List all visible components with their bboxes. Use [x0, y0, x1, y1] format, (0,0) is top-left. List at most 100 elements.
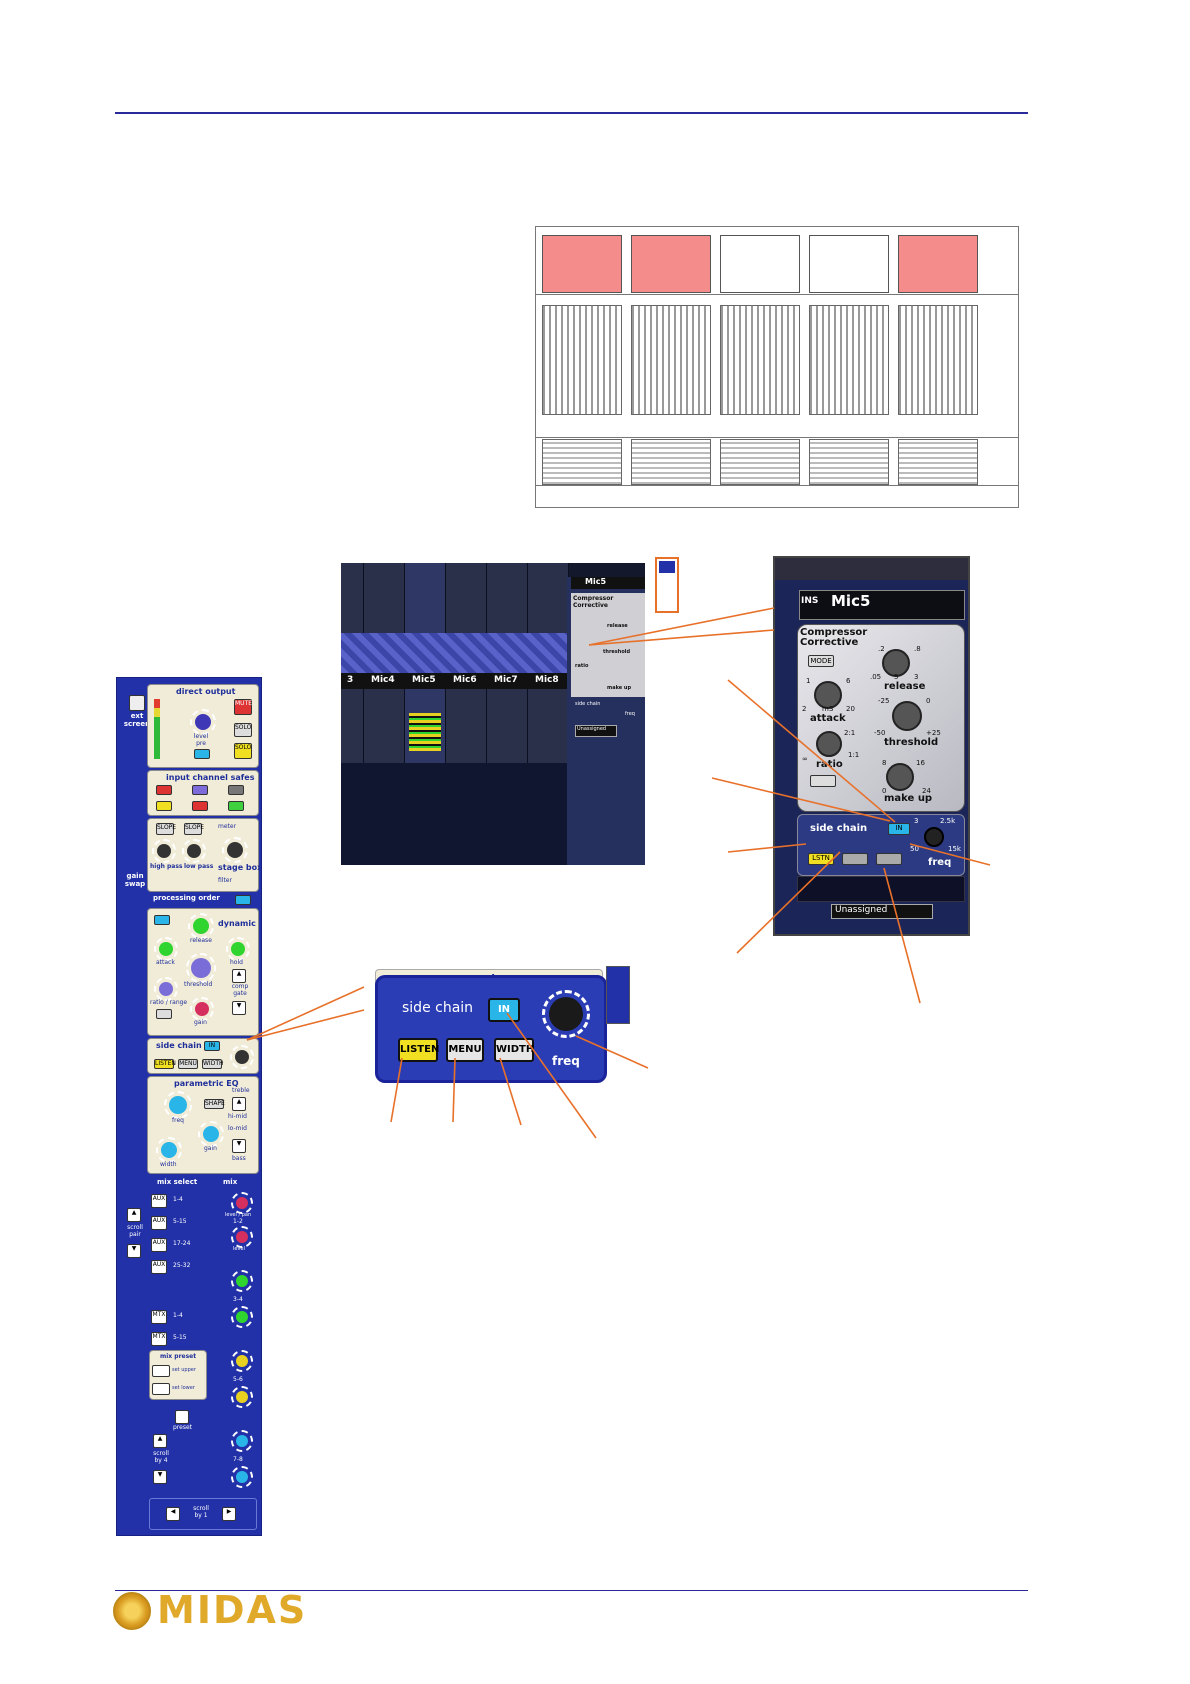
safe-btn-2[interactable]	[192, 785, 208, 795]
mic-release-knob[interactable]	[882, 649, 910, 677]
comp-gate-up-button[interactable]: ▲	[232, 969, 246, 983]
zoom-in-button[interactable]: IN	[488, 998, 520, 1022]
gui-inset-threshold: threshold	[603, 649, 631, 655]
mic-makeup-knob[interactable]	[886, 763, 914, 791]
mic-side-chain-in-button[interactable]: IN	[888, 823, 910, 835]
direct-solo-button[interactable]: SOLO	[234, 723, 252, 737]
safe-btn-4[interactable]	[156, 801, 172, 811]
dynamics-in-button[interactable]	[154, 915, 170, 925]
side-chain-listen-button[interactable]: LISTEN	[154, 1059, 176, 1069]
side-chain-menu-button[interactable]: MENU	[178, 1059, 198, 1069]
mix-knob-2b[interactable]	[231, 1306, 253, 1328]
footer-rule	[115, 1590, 1028, 1591]
mic-width-button[interactable]	[876, 853, 902, 865]
safe-btn-5[interactable]	[192, 801, 208, 811]
mic-threshold-knob[interactable]	[892, 701, 922, 731]
mix-select-list: AUX 1-4 AUX 5-15 AUX 17-24 AUX 25-32 MTX…	[151, 1190, 211, 1350]
eq-band-down-button[interactable]: ▼	[232, 1139, 246, 1153]
aux-button-1[interactable]: AUX	[151, 1194, 167, 1208]
mix-knob-2a[interactable]	[231, 1270, 253, 1292]
scroll-pair-up-button[interactable]: ▲	[127, 1208, 141, 1222]
side-chain-freq-knob[interactable]	[230, 1045, 254, 1069]
mic-mode-button[interactable]: MODE	[808, 655, 834, 667]
mix-knob-1b[interactable]	[231, 1226, 253, 1248]
mic-ratio-knob[interactable]	[816, 731, 842, 757]
ratio-button[interactable]	[156, 1009, 172, 1019]
direct-solo2-button[interactable]: SOLO	[234, 743, 252, 759]
eq-band-up-button[interactable]: ▲	[232, 1097, 246, 1111]
mic-side-chain-freq-knob[interactable]	[924, 827, 944, 847]
scroll-pair-down-button[interactable]: ▼	[127, 1244, 141, 1258]
ratio-range-knob[interactable]	[154, 977, 178, 1001]
scroll-by-1-right-button[interactable]: ▶	[222, 1507, 236, 1521]
scroll-by-4-up-button[interactable]: ▲	[153, 1434, 167, 1448]
high-pass-knob[interactable]	[152, 839, 176, 863]
safe-btn-6[interactable]	[228, 801, 244, 811]
mic-menu-button[interactable]	[842, 853, 868, 865]
gui-channel-screen: - 8 3 Mic4 Mic5 Mic6 Mic7 Mic8 Mic5 Comp…	[341, 563, 645, 865]
zoom-menu-button[interactable]: MENU	[446, 1038, 484, 1062]
mic-scale-r8: .8	[914, 645, 921, 653]
mix-knob-4b[interactable]	[231, 1466, 253, 1488]
mic-unassigned-label: Unassigned	[835, 905, 888, 915]
eq-freq-knob[interactable]	[164, 1091, 192, 1119]
attack-knob[interactable]	[154, 937, 178, 961]
mic-scale-f50: 50	[910, 845, 919, 853]
gui-inset-corrective: Corrective	[573, 602, 608, 609]
eq-gain-knob[interactable]	[198, 1121, 224, 1147]
processing-order-button[interactable]	[235, 895, 251, 905]
scroll-by-1-left-button[interactable]: ◀	[166, 1507, 180, 1521]
set-lower-button[interactable]	[152, 1383, 170, 1395]
mtx-button-1[interactable]: MTX	[151, 1310, 167, 1324]
side-chain-in-button[interactable]: IN	[204, 1041, 220, 1051]
eq-width-knob[interactable]	[156, 1137, 182, 1163]
safe-btn-3[interactable]	[228, 785, 244, 795]
comp-gate-down-button[interactable]: ▼	[232, 1001, 246, 1015]
mix-knob-column: level / pan 1-2 level 3-4 5-6 7-8	[209, 1190, 259, 1502]
mix-select-row-6: 5-15	[173, 1334, 187, 1341]
eq-shape-button[interactable]: SHAPE	[204, 1099, 225, 1109]
aux-button-4[interactable]: AUX	[151, 1260, 167, 1274]
threshold-knob[interactable]	[186, 953, 216, 983]
mix-select-row-5: 1-4	[173, 1312, 183, 1319]
slope-button-2[interactable]: SLOPE	[184, 823, 204, 835]
hold-knob[interactable]	[226, 937, 250, 961]
zoom-freq-label: freq	[552, 1054, 580, 1068]
dynamics-gain-knob[interactable]	[190, 997, 214, 1021]
processing-order-label: processing order	[153, 894, 220, 902]
console-bay-5	[894, 233, 978, 519]
ext-screen-button[interactable]	[129, 695, 145, 711]
slope-button-1[interactable]: SLOPE	[156, 823, 176, 835]
mix-knob-3a[interactable]	[231, 1350, 253, 1372]
level-knob[interactable]	[190, 709, 216, 735]
safe-btn-1[interactable]	[156, 785, 172, 795]
stage-box-knob[interactable]	[222, 837, 248, 863]
mtx-button-2[interactable]: MTX	[151, 1332, 167, 1346]
mic-scale-m16: 16	[916, 759, 925, 767]
zoom-listen-button[interactable]: LISTEN	[398, 1038, 439, 1062]
mic-attack-knob[interactable]	[814, 681, 842, 709]
gui-ch-mic7: Mic7	[494, 675, 518, 685]
release-knob[interactable]	[188, 913, 214, 939]
pre-button[interactable]	[194, 749, 210, 759]
aux-button-3[interactable]: AUX	[151, 1238, 167, 1252]
eq-gain-label: gain	[204, 1145, 217, 1152]
preset-button[interactable]	[175, 1410, 189, 1424]
scroll-by-4-down-button[interactable]: ▼	[153, 1470, 167, 1484]
low-pass-knob[interactable]	[182, 839, 206, 863]
mic-corrective-label: Corrective	[800, 637, 859, 648]
lo-mid-label: lo-mid	[228, 1125, 247, 1132]
mix-knob-3b[interactable]	[231, 1386, 253, 1408]
midas-logo-text: MIDAS	[157, 1588, 308, 1632]
zoom-thumbnail	[606, 966, 630, 1024]
aux-button-2[interactable]: AUX	[151, 1216, 167, 1230]
mix-level-1: level	[233, 1246, 245, 1252]
hold-label: hold	[230, 959, 243, 966]
zoom-freq-knob[interactable]	[542, 990, 590, 1038]
mix-knob-4a[interactable]	[231, 1430, 253, 1452]
direct-mute-button[interactable]: MUTE	[234, 699, 252, 715]
mic-ratio-button[interactable]	[810, 775, 836, 787]
side-chain-width-button[interactable]: WIDTH	[202, 1059, 224, 1069]
set-upper-button[interactable]	[152, 1365, 170, 1377]
mix-knob-1a[interactable]	[231, 1192, 253, 1214]
